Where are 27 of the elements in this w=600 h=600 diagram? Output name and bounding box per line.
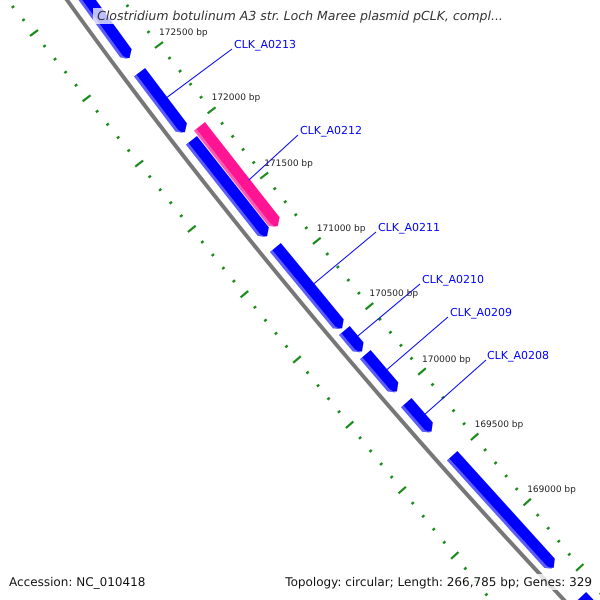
gene-feature	[400, 397, 434, 434]
leader-line	[312, 232, 376, 285]
gene-label: CLK_A0210	[422, 273, 484, 286]
gene-label: CLK_A0208	[487, 349, 550, 362]
position-label: 171500 bp	[264, 158, 313, 170]
gene-label: CLK_A0212	[300, 124, 362, 137]
position-label: 169000 bp	[527, 485, 576, 496]
gene-feature	[133, 66, 188, 133]
summary-text: Topology: circular; Length: 266,785 bp; Genes: 329	[285, 574, 592, 590]
accession-text: Accession: NC_010418	[9, 574, 146, 590]
leader-line	[166, 48, 232, 98]
position-label: 172500 bp	[159, 28, 208, 39]
leader-line	[424, 360, 486, 416]
position-label: 170000 bp	[422, 354, 471, 366]
position-label: 170500 bp	[369, 289, 418, 300]
gene-label: CLK_A0209	[450, 306, 512, 319]
leader-line	[385, 316, 448, 372]
gene-label: CLK_A0211	[378, 221, 440, 234]
gene-feature	[358, 349, 400, 393]
leader-line	[356, 284, 420, 338]
position-label: 169500 bp	[474, 420, 524, 431]
gene-feature	[338, 325, 365, 353]
position-label: 171000 bp	[316, 224, 366, 235]
gene-feature	[269, 242, 345, 329]
leader-line	[248, 134, 298, 181]
gene-label: CLK_A0213	[234, 38, 296, 51]
position-label: 172000 bp	[212, 93, 260, 104]
